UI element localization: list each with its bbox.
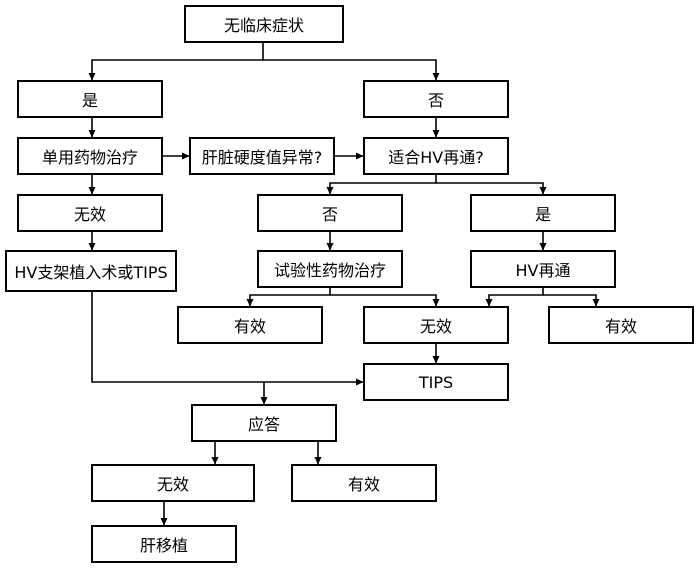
connector-start-no: [263, 59, 440, 81]
node-response: 应答: [191, 404, 337, 442]
connector-hvrecan-split: [485, 288, 544, 307]
node-drug-therapy: 单用药物治疗: [17, 137, 163, 175]
connector-trial-ineffective: [330, 294, 440, 307]
node-yes-right: 是: [470, 194, 616, 232]
node-no-top: 否: [363, 80, 509, 118]
node-trial-drug: 试验性药物治疗: [257, 250, 403, 288]
node-ineffective-left: 无效: [17, 194, 163, 232]
node-hv-suitable: 适合HV再通?: [363, 137, 509, 175]
node-ineffective-bottom: 无效: [91, 464, 255, 502]
node-start: 无临床症状: [184, 5, 344, 43]
connector-hvrecan-effective: [543, 294, 600, 307]
connector-trial-split: [246, 288, 331, 307]
node-ineffective-mid: 无效: [363, 306, 509, 344]
connector-stent-tips: [91, 292, 364, 386]
connector-hv-no-branch: [326, 175, 437, 195]
node-liver-transplant: 肝移植: [91, 525, 237, 563]
node-tips: TIPS: [363, 363, 509, 401]
node-hv-recanalization: HV再通: [470, 250, 616, 288]
node-effective-left: 有效: [177, 306, 323, 344]
node-hv-stent-tips: HV支架植入术或TIPS: [5, 250, 177, 292]
node-liver-stiffness: 肝脏硬度值异常?: [189, 137, 335, 175]
node-yes-top: 是: [17, 80, 163, 118]
connector-start-split: [88, 43, 264, 81]
node-effective-bottom: 有效: [291, 464, 437, 502]
node-effective-right: 有效: [548, 306, 694, 344]
connector-hv-yes-branch: [436, 182, 547, 195]
node-no-mid: 否: [257, 194, 403, 232]
